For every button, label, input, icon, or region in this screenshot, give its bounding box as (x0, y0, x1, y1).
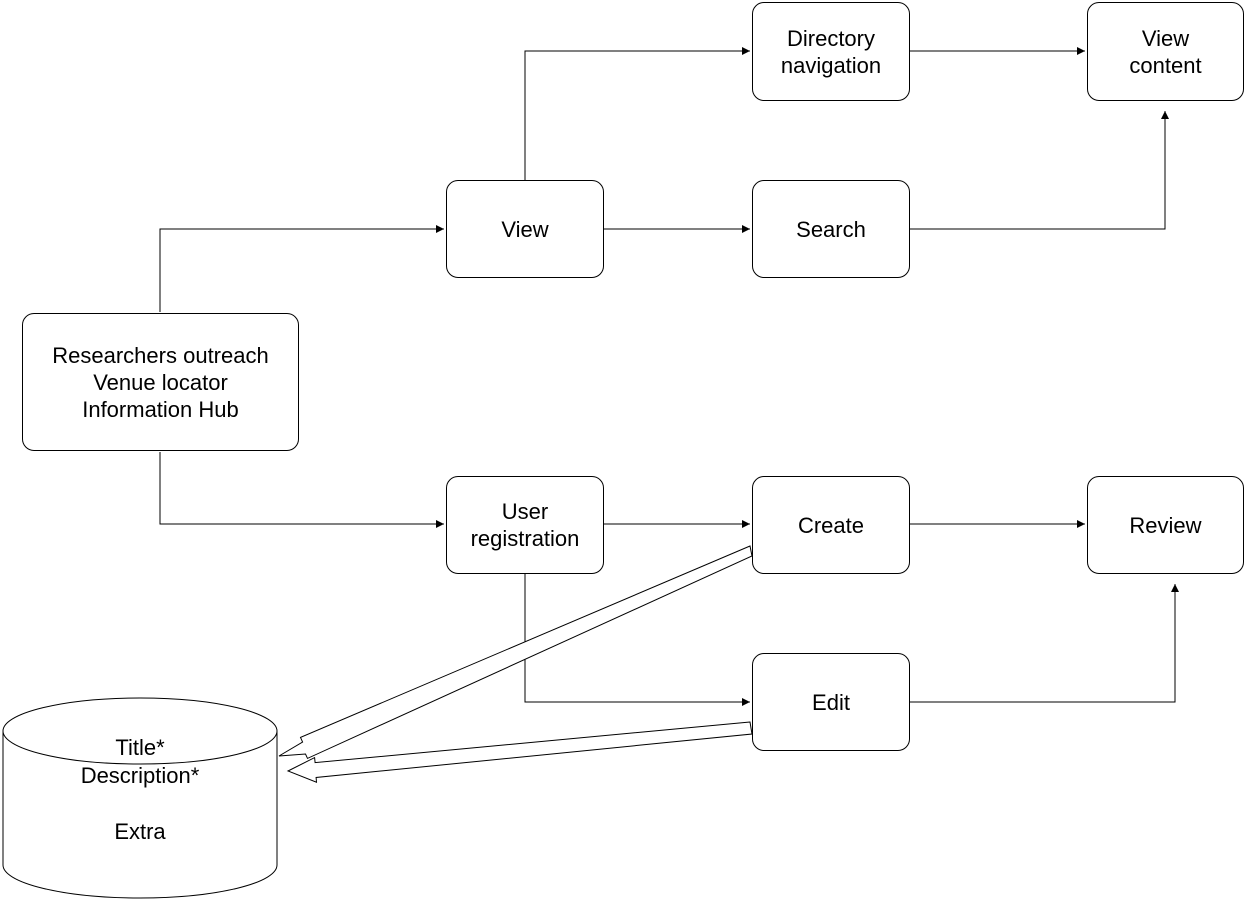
database-cylinder (2, 697, 278, 899)
hub-label-line-3: Information Hub (82, 396, 239, 422)
directory-navigation-label-line-2: navigation (780, 52, 882, 78)
connector-hub-to-registration (159, 452, 444, 528)
database-field-description: Description* (80, 763, 200, 788)
edit-node: Edit (752, 653, 910, 751)
directory-navigation-node: Directory navigation (752, 2, 910, 101)
review-node: Review (1087, 476, 1244, 574)
block-arrow-edit-to-database (286, 721, 753, 783)
search-label: Search (796, 216, 866, 242)
hub-node: Researchers outreach Venue locator Infor… (22, 313, 299, 451)
connector-view-to-directory (524, 47, 750, 180)
create-label: Create (797, 512, 865, 538)
hub-label-line-2: Venue locator (93, 369, 228, 395)
review-label: Review (1129, 512, 1202, 538)
database-field-spacer (2, 790, 278, 818)
user-registration-label-line-2: registration (470, 526, 580, 551)
database-field-title: Title* (115, 735, 165, 760)
view-label: View (501, 216, 549, 242)
view-node: View (446, 180, 604, 278)
user-registration-label-line-1: User (501, 499, 549, 524)
search-node: Search (752, 180, 910, 278)
view-content-label-line-2: content (1129, 52, 1202, 78)
block-arrow-create-to-database (278, 545, 753, 760)
hub-label-line-1: Researchers outreach (52, 342, 269, 368)
view-content-node: View content (1087, 2, 1244, 101)
connector-registration-to-edit (524, 574, 750, 706)
connector-hub-to-view (159, 225, 444, 312)
connector-search-to-content (910, 111, 1169, 230)
database-label: Title* Description* Extra (2, 734, 278, 846)
connector-edit-to-review (910, 584, 1179, 703)
database-field-extra: Extra (114, 819, 166, 844)
view-content-label-line-1: View (1141, 25, 1190, 51)
directory-navigation-label-line-1: Directory (786, 25, 875, 51)
edit-label: Edit (812, 689, 850, 715)
user-registration-node: User registration (446, 476, 604, 574)
create-node: Create (752, 476, 910, 574)
